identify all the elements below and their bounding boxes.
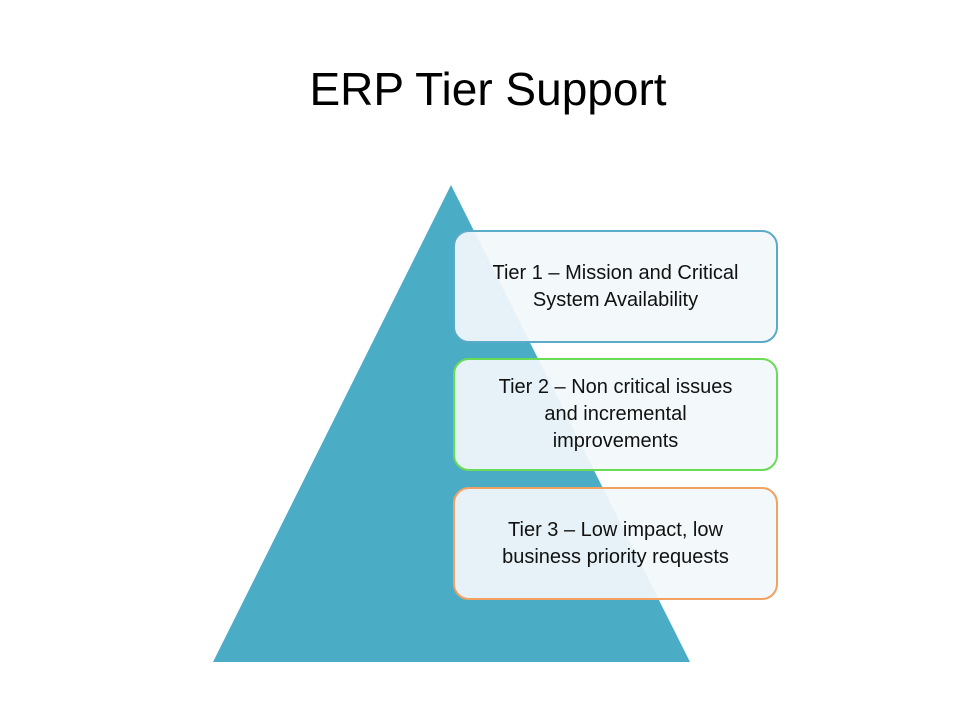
tier-2-label: Tier 2 – Non critical issues and increme… xyxy=(498,376,733,452)
slide-title: ERP Tier Support xyxy=(309,63,667,115)
tier-2-box: Tier 2 – Non critical issues and increme… xyxy=(453,358,778,471)
tier-3-label: Tier 3 – Low impact, low business priori… xyxy=(502,518,729,568)
tier-3-box: Tier 3 – Low impact, low business priori… xyxy=(453,487,778,600)
tier-1-box: Tier 1 – Mission and Critical System Ava… xyxy=(453,230,778,343)
tier-1-label: Tier 1 – Mission and Critical System Ava… xyxy=(492,261,739,311)
